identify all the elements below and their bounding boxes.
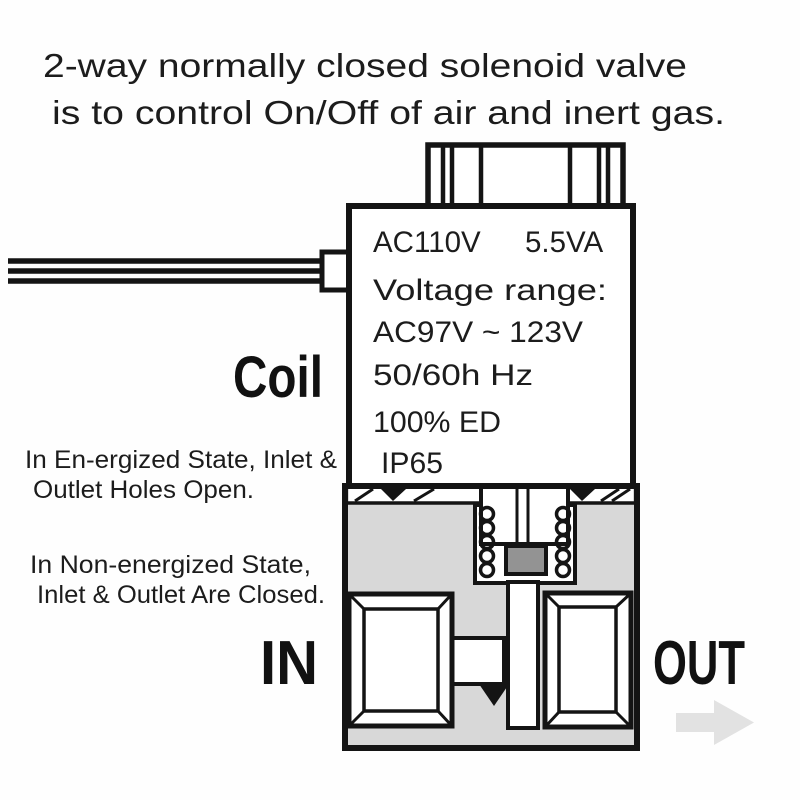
coil-specs: AC110V 5.5VA Voltage range: AC97V ~ 123V… xyxy=(373,226,607,480)
spec-range-label: Voltage range: xyxy=(373,274,607,307)
spec-voltage: AC110V xyxy=(373,226,481,259)
spring-coil xyxy=(554,561,572,579)
outlet-port xyxy=(542,590,634,730)
note-energized: In En-ergized State, Inlet & Outlet Hole… xyxy=(25,446,337,504)
spring-right-icon xyxy=(554,505,572,579)
hatch-wedge xyxy=(570,489,595,501)
valve-seat-tip xyxy=(479,684,509,706)
terminal-housing xyxy=(425,142,626,212)
note-energized-line-2: Outlet Holes Open. xyxy=(33,476,254,504)
outlet-label: OUT xyxy=(653,629,745,698)
coil-label: Coil xyxy=(233,345,323,410)
note-non-energized: In Non-energized State, Inlet & Outlet A… xyxy=(30,551,325,609)
bevel-line xyxy=(348,593,366,611)
armature xyxy=(504,544,548,576)
bevel-line xyxy=(544,710,561,728)
lead-wires-icon xyxy=(8,249,353,293)
hatch-mark xyxy=(413,487,435,503)
flow-arrow-icon xyxy=(676,700,754,745)
outlet-port-inner xyxy=(557,605,618,714)
wire-connector xyxy=(319,249,353,293)
spring-coil xyxy=(478,561,496,579)
hatch-mark xyxy=(354,487,374,503)
bevel-line xyxy=(348,709,366,727)
spec-duty: 100% ED xyxy=(373,406,501,439)
spec-power: 5.5VA xyxy=(525,226,603,259)
spring-left-icon xyxy=(478,505,496,579)
note-non-energized-line-1: In Non-energized State, xyxy=(30,551,311,579)
note-non-energized-line-2: Inlet & Outlet Are Closed. xyxy=(37,581,325,609)
spec-frequency: 50/60h Hz xyxy=(373,359,533,392)
center-passage xyxy=(506,580,540,730)
terminal-connector xyxy=(425,142,626,212)
hatch-mark xyxy=(600,487,620,503)
spec-protection: IP65 xyxy=(381,447,443,480)
coil-body xyxy=(346,203,636,489)
bevel-line xyxy=(544,592,561,609)
inlet-port-inner xyxy=(362,607,440,713)
spec-range-value: AC97V ~ 123V xyxy=(373,316,583,349)
title-line-2: is to control On/Off of air and inert ga… xyxy=(52,94,725,131)
inlet-port xyxy=(346,591,455,729)
note-energized-line-1: In En-ergized State, Inlet & xyxy=(25,446,337,474)
bevel-line xyxy=(436,709,453,727)
title: 2-way normally closed solenoid valve is … xyxy=(43,47,725,131)
valve-body xyxy=(342,483,640,751)
hatch-mark xyxy=(611,487,631,503)
bevel-line xyxy=(614,592,632,609)
bevel-line xyxy=(436,593,453,611)
inlet-label: IN xyxy=(260,629,318,698)
title-line-1: 2-way normally closed solenoid valve xyxy=(43,47,687,84)
hatch-wedge xyxy=(381,489,406,501)
bevel-line xyxy=(614,710,632,728)
coil-housing: AC110V 5.5VA Voltage range: AC97V ~ 123V… xyxy=(346,203,636,489)
